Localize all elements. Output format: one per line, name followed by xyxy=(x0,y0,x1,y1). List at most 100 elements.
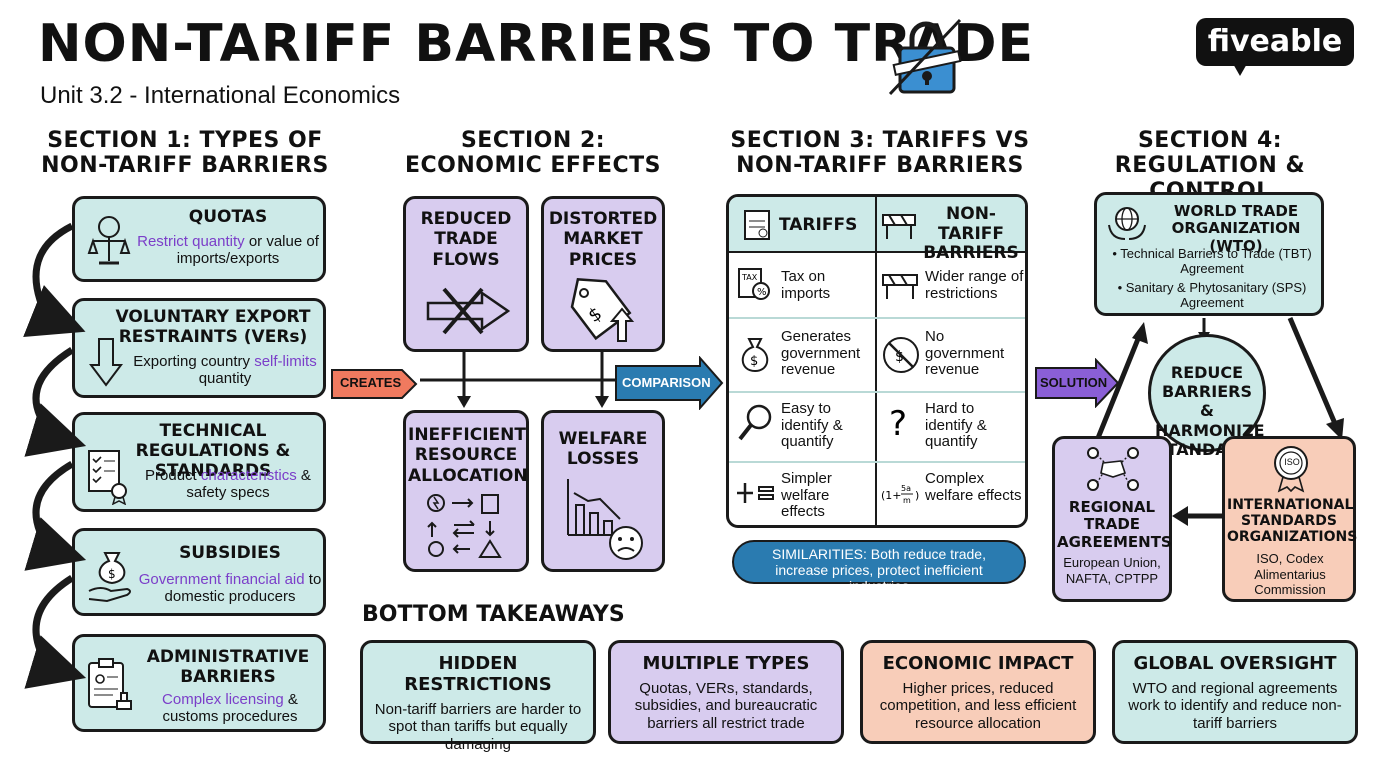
tax-document-icon: TAX % xyxy=(738,268,770,300)
globe-hands-icon xyxy=(1108,207,1146,240)
type-desc-rest: quantity xyxy=(198,370,252,388)
row-divider xyxy=(729,391,1025,393)
section-2-heading: SECTION 2: ECONOMIC EFFECTS xyxy=(405,128,661,179)
type-desc: Complex licensing & customs procedures xyxy=(133,691,327,726)
type-desc-pre: Product xyxy=(145,467,201,484)
takeaway-title: HIDDEN RESTRICTIONS xyxy=(404,653,552,695)
regional-agreements-card: REGIONAL TRADE AGREEMENTS European Union… xyxy=(1052,436,1172,602)
magnifier-icon xyxy=(738,404,772,441)
type-highlight: self-limits xyxy=(254,353,317,370)
solution-tag: SOLUTION xyxy=(1040,375,1108,390)
takeaway-card-hidden: HIDDEN RESTRICTIONS Non-tariff barriers … xyxy=(360,640,596,753)
effect-title: WELFARE LOSSES xyxy=(558,429,648,470)
section-1-flow-arrows xyxy=(23,222,87,689)
iso-badge-icon xyxy=(1274,446,1308,493)
svg-text:$: $ xyxy=(750,354,758,369)
type-desc: Restrict quantity or value of imports/ex… xyxy=(133,233,323,268)
type-title: SUBSIDIES xyxy=(179,543,281,563)
comparison-table: TARIFFS NON-TARIFF BARRIERS TAX % Tax on… xyxy=(726,194,1028,528)
down-arrow-icon xyxy=(89,338,123,387)
type-desc-rest: & safety specs xyxy=(186,467,311,502)
takeaway-card-types: MULTIPLE TYPES Quotas, VERs, standards, … xyxy=(608,640,844,744)
effect-distorted-prices: DISTORTED MARKET PRICES $ xyxy=(541,196,665,352)
barrier-icon xyxy=(882,274,918,299)
takeaway-body: Higher prices, reduced competition, and … xyxy=(879,680,1077,732)
svg-text:5a: 5a xyxy=(901,484,911,493)
money-bag-hand-icon: $ xyxy=(88,552,131,603)
effect-title: INEFFICIENT RESOURCE ALLOCATION xyxy=(408,425,528,486)
section-3-heading: SECTION 3: TARIFFS VS NON-TARIFF BARRIER… xyxy=(730,128,1030,179)
section-4-heading: SECTION 4: REGULATION & CONTROL xyxy=(1114,128,1306,204)
effect-title: DISTORTED MARKET PRICES xyxy=(548,209,658,270)
type-title: VOLUNTARY EXPORT RESTRAINTS (VERs) xyxy=(115,307,311,347)
svg-text:(1+: (1+ xyxy=(881,489,902,502)
type-card-quotas: QUOTAS Restrict quantity or value of imp… xyxy=(72,196,326,282)
comparison-table-header xyxy=(729,197,1025,253)
plus-equals-icon xyxy=(737,483,774,503)
regional-body: European Union, NAFTA, CPTPP xyxy=(1063,555,1161,586)
similarities-pill: SIMILARITIES: Both reduce trade, increas… xyxy=(732,540,1026,594)
type-title: ADMINISTRATIVE BARRIERS xyxy=(146,647,310,687)
wto-title: WORLD TRADE ORGANIZATION (WTO) xyxy=(1171,202,1301,255)
tariffs-row-2: Generates government revenue xyxy=(781,328,861,378)
type-desc: Exporting country self-limits quantity xyxy=(125,353,325,388)
page-subtitle: Unit 3.2 - International Economics xyxy=(40,82,401,109)
type-highlight: characteristics xyxy=(200,467,297,484)
page-title: NON-TARIFF BARRIERS TO TRADE xyxy=(38,14,1035,74)
money-bag-icon: $ xyxy=(741,338,769,373)
row-divider xyxy=(729,317,1025,319)
ntb-heading: NON-TARIFF BARRIERS xyxy=(923,204,1019,264)
scale-icon xyxy=(87,216,131,265)
scattered-flow-icon xyxy=(427,494,502,558)
type-card-subsidies: $ SUBSIDIES Government financial aid to … xyxy=(72,528,326,616)
section-1-heading: SECTION 1: TYPES OF NON-TARIFF BARRIERS xyxy=(41,128,329,179)
brand-logo[interactable]: fiveable xyxy=(1196,18,1354,66)
takeaway-body: Quotas, VERs, standards, subsidies, and … xyxy=(634,680,818,732)
creates-tag: CREATES xyxy=(340,375,402,390)
wto-item: • Technical Barriers to Trade (TBT) Agre… xyxy=(1112,246,1312,276)
type-desc-rest: or value of imports/exports xyxy=(176,233,319,268)
wto-card: WORLD TRADE ORGANIZATION (WTO) • Technic… xyxy=(1094,192,1324,316)
type-title: QUOTAS xyxy=(188,207,268,227)
ntb-row-3: Hard to identify & quantify xyxy=(925,400,987,450)
effect-inefficient-allocation: INEFFICIENT RESOURCE ALLOCATION xyxy=(403,410,529,572)
type-card-vers: VOLUNTARY EXPORT RESTRAINTS (VERs) Expor… xyxy=(72,298,326,398)
type-highlight: Restrict quantity xyxy=(137,233,245,250)
takeaway-title: GLOBAL OVERSIGHT xyxy=(1133,653,1337,674)
regional-title: REGIONAL TRADE AGREEMENTS xyxy=(1057,498,1172,551)
comparison-tag: COMPARISON xyxy=(622,375,711,390)
declining-chart-sad-icon xyxy=(567,479,643,560)
takeaway-card-oversight: GLOBAL OVERSIGHT WTO and regional agreem… xyxy=(1112,640,1358,744)
solution-arrow-shape xyxy=(1035,358,1120,408)
svg-text:$: $ xyxy=(895,349,904,365)
logo-tail xyxy=(1232,62,1248,76)
svg-text:): ) xyxy=(915,489,919,502)
standards-orgs-card: ISO INTERNATIONAL STANDARDS ORGANIZATION… xyxy=(1222,436,1358,602)
svg-text:?: ? xyxy=(889,404,907,444)
takeaways-heading: BOTTOM TAKEAWAYS xyxy=(362,602,625,627)
tariffs-row-1: Tax on imports xyxy=(781,268,831,302)
ntb-row-1: Wider range of restrictions xyxy=(925,268,1024,302)
formula-icon: (1+ 5a m ) xyxy=(881,484,919,505)
center-goal-circle: REDUCE BARRIERS & HARMONIZE STANDARDS xyxy=(1148,334,1266,459)
takeaway-title: MULTIPLE TYPES xyxy=(642,653,810,674)
similarities-text: SIMILARITIES: Both reduce trade, increas… xyxy=(772,546,986,595)
creates-arrow-shape xyxy=(331,369,418,399)
ntb-row-4: Complex welfare effects xyxy=(925,470,1022,504)
effect-reduced-trade: REDUCED TRADE FLOWS xyxy=(403,196,529,352)
broken-lock-icon xyxy=(888,18,962,96)
effect-title: REDUCED TRADE FLOWS xyxy=(420,209,512,270)
tariffs-row-3: Easy to identify & quantify xyxy=(781,400,843,450)
standards-orgs-title: INTERNATIONAL STANDARDS ORGANIZATIONS xyxy=(1227,497,1358,546)
clipboard-stamp-icon xyxy=(88,658,132,710)
takeaway-card-impact: ECONOMIC IMPACT Higher prices, reduced c… xyxy=(860,640,1096,744)
type-card-technical: TECHNICAL REGULATIONS & STANDARDS Produc… xyxy=(72,412,326,512)
crossed-arrow-icon xyxy=(426,287,511,335)
wto-item: • Sanitary & Phytosanitary (SPS) Agreeme… xyxy=(1117,280,1307,310)
no-money-icon: $ xyxy=(883,337,919,373)
tariffs-heading: TARIFFS xyxy=(779,215,858,235)
barrier-icon xyxy=(882,214,916,239)
iso-badge-text: ISO xyxy=(1284,457,1300,467)
checklist-certificate-icon xyxy=(88,450,127,505)
type-desc: Product characteristics & safety specs xyxy=(131,467,325,502)
